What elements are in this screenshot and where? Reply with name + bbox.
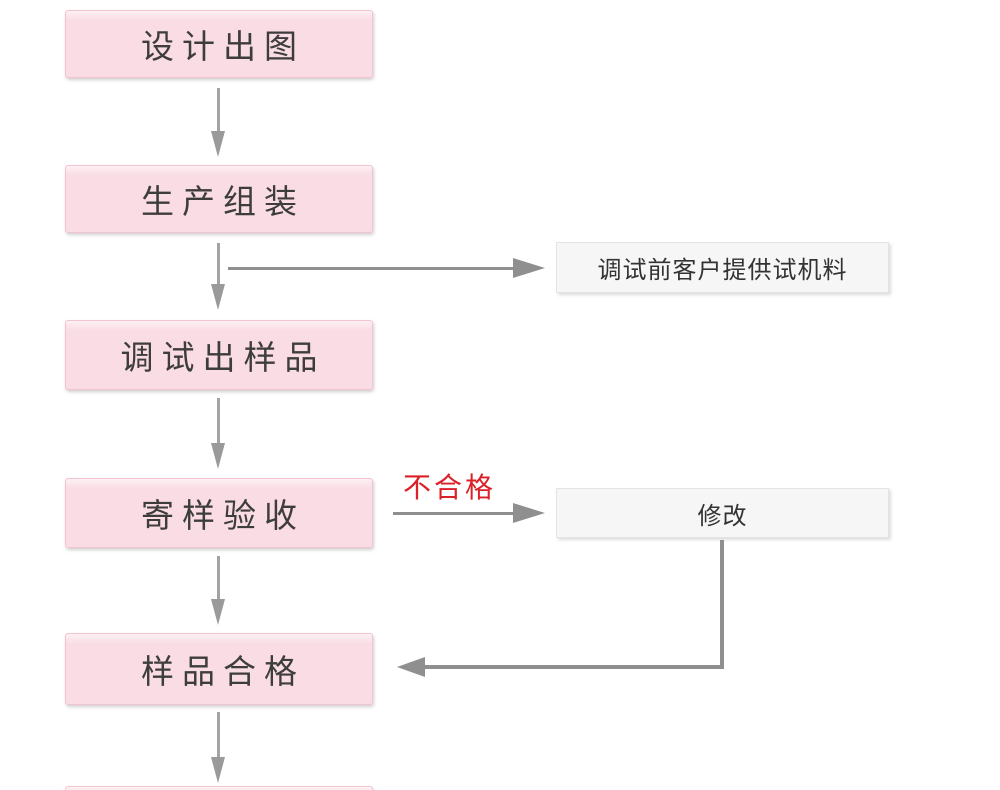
node-send-sample-acceptance: 寄样验收 (65, 478, 373, 548)
side-node-pre-debug-customer-materials-label: 调试前客户提供试机料 (597, 257, 848, 284)
arrow-modify-to-qualified-vertical (720, 540, 724, 668)
side-node-pre-debug-customer-materials: 调试前客户提供试机料 (556, 242, 889, 293)
arrow-right-icon (513, 258, 545, 278)
arrow-left-icon (397, 657, 425, 677)
node-design-output-label: 设计出图 (141, 28, 305, 65)
node-production-assembly: 生产组装 (65, 165, 373, 233)
arrow-qualified-to-next-stem (217, 712, 220, 758)
node-send-sample-acceptance-label: 寄样验收 (141, 497, 305, 534)
arrow-design-to-production-stem (217, 88, 220, 132)
arrow-unqualified-to-modify-stem (393, 512, 514, 515)
node-debug-sample: 调试出样品 (65, 320, 373, 390)
arrow-down-icon (211, 284, 225, 310)
node-design-output: 设计出图 (65, 10, 373, 78)
node-next-step-partial (65, 786, 373, 790)
arrow-down-icon (211, 599, 225, 625)
arrow-right-icon (513, 503, 545, 523)
arrow-branch-to-materials-stem (228, 267, 514, 270)
node-debug-sample-label: 调试出样品 (120, 339, 326, 376)
arrow-acceptance-to-qualified-stem (217, 556, 220, 600)
node-production-assembly-label: 生产组装 (141, 183, 305, 220)
arrow-production-to-debug-stem (217, 243, 220, 285)
arrow-down-icon (211, 131, 225, 157)
arrow-down-icon (211, 757, 225, 783)
side-node-modify: 修改 (556, 488, 889, 538)
arrow-debug-to-acceptance-stem (217, 398, 220, 444)
arrow-down-icon (211, 443, 225, 469)
node-sample-qualified: 样品合格 (65, 633, 373, 705)
edge-label-unqualified: 不合格 (403, 472, 497, 503)
side-node-modify-label: 修改 (697, 502, 748, 530)
node-sample-qualified-label: 样品合格 (141, 653, 305, 690)
arrow-modify-to-qualified-horizontal (422, 665, 724, 669)
